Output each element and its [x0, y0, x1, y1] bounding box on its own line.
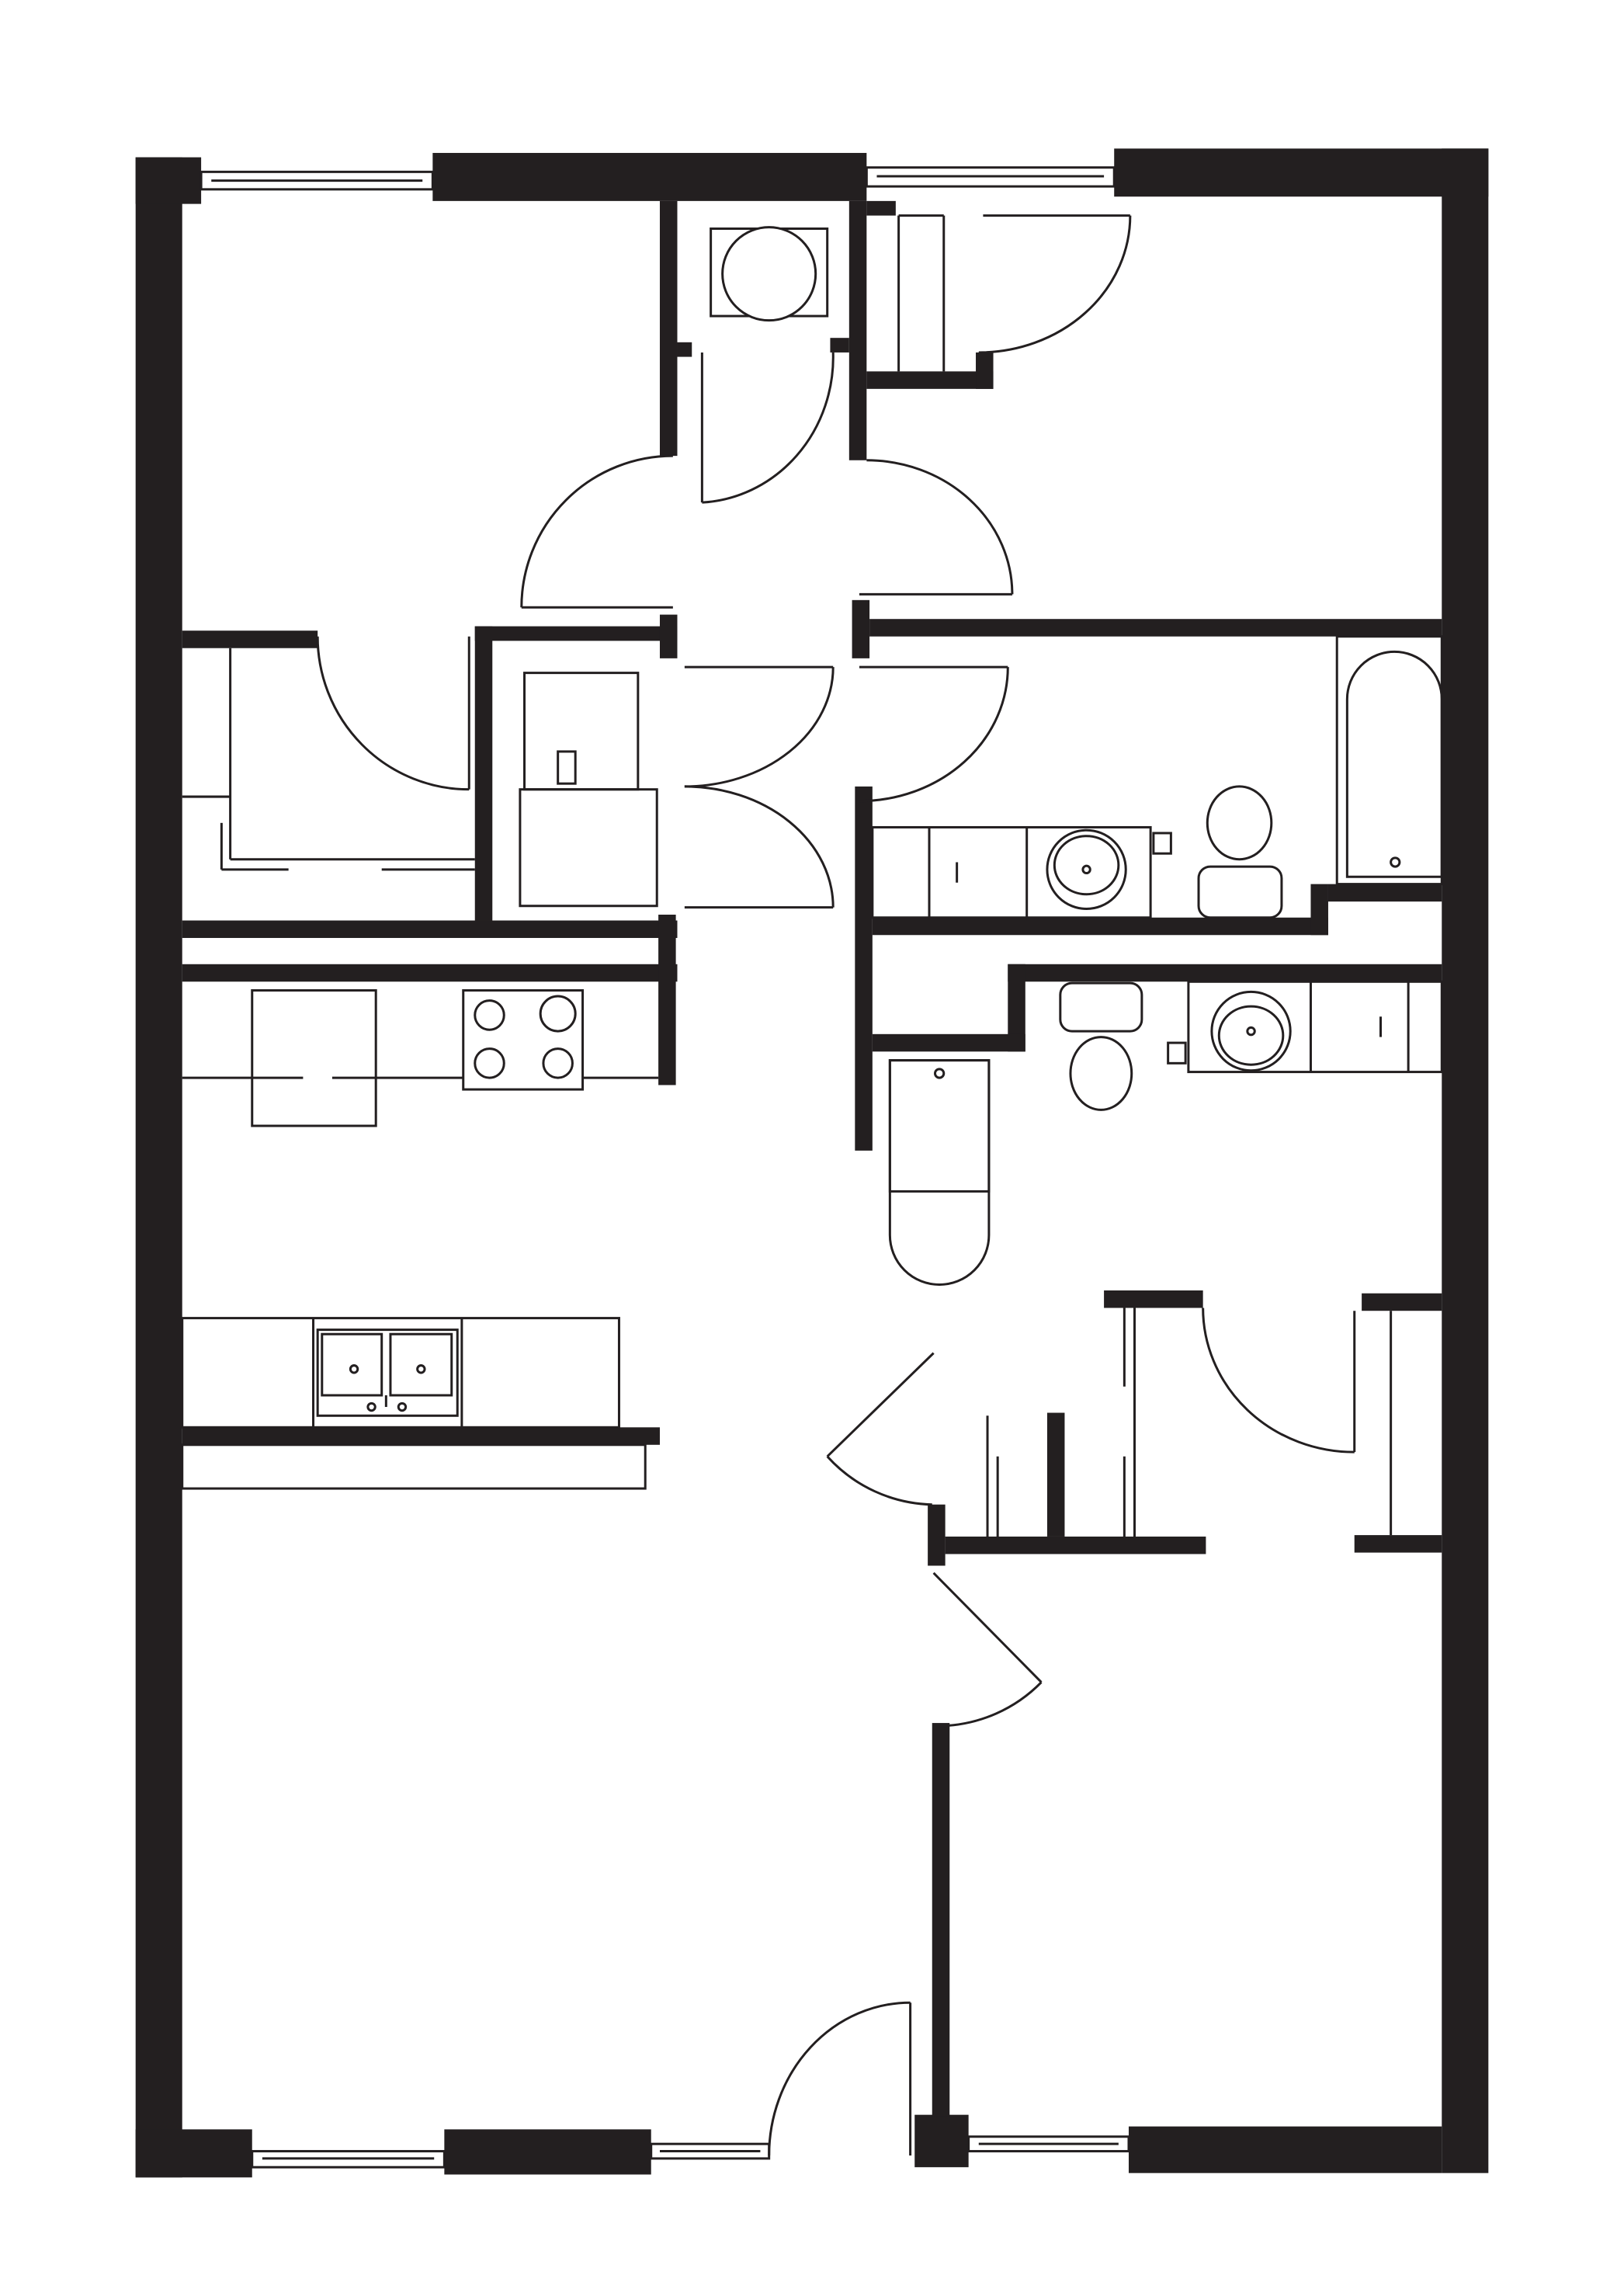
toilet-paper-holder	[1152, 832, 1172, 855]
bathtub	[1335, 635, 1443, 886]
toilet-paper-holder	[1167, 1041, 1187, 1065]
sink	[1210, 990, 1292, 1072]
toilet	[1197, 785, 1283, 919]
wall-left	[135, 157, 182, 2178]
bathroom-1	[871, 635, 1443, 919]
door-bedroom-1	[520, 454, 673, 609]
bathroom-2	[888, 980, 1443, 1286]
kitchen-sink	[316, 1329, 459, 1417]
door-top-right-closet	[897, 214, 1132, 372]
stove	[462, 989, 585, 1091]
wall-right	[1442, 148, 1489, 2173]
window	[200, 170, 434, 191]
water-heater	[710, 226, 829, 322]
window	[967, 2135, 1130, 2153]
wall-top-middle	[432, 152, 867, 201]
window	[251, 2150, 446, 2169]
toilet	[1059, 981, 1143, 1111]
door-linen-double	[684, 665, 835, 909]
door-left-closet	[182, 636, 475, 871]
wall-top-left-corner	[135, 157, 202, 204]
door-hall-1	[826, 1352, 935, 1506]
door-hall-2	[932, 1572, 1043, 1728]
door-bathroom-1	[859, 665, 1009, 803]
wall-bottom-mid	[444, 2129, 651, 2175]
exterior-walls	[135, 148, 1489, 2178]
door-front-entry	[768, 2001, 912, 2156]
burner	[474, 999, 505, 1031]
kitchen-counter	[181, 1317, 620, 1429]
windows	[200, 166, 1130, 2169]
kitchen	[181, 989, 659, 1490]
door-bedroom-2	[859, 459, 1014, 596]
door-laundry-closet	[700, 352, 835, 504]
wall-top-right	[1114, 148, 1489, 197]
burner	[542, 1047, 574, 1079]
sink	[1046, 828, 1127, 910]
bathtub	[888, 1059, 991, 1286]
wall-bottom-left-corner	[135, 2129, 252, 2178]
window	[650, 2142, 771, 2160]
refrigerator	[251, 989, 377, 1127]
burner	[474, 1047, 505, 1079]
laundry-control	[557, 750, 577, 785]
burner	[539, 995, 577, 1033]
breakfast-bar	[181, 1443, 647, 1490]
vanity	[871, 825, 1172, 919]
wall-bottom-right	[1128, 2126, 1442, 2173]
doors	[182, 214, 1393, 2156]
window	[865, 166, 1116, 188]
laundry	[519, 226, 829, 908]
wall-bottom-post	[914, 2114, 969, 2168]
vanity	[1167, 980, 1443, 1074]
door-right-closet	[986, 1308, 1393, 1537]
interior-walls	[182, 200, 1442, 2117]
dryer	[523, 672, 640, 791]
washer	[519, 788, 658, 908]
